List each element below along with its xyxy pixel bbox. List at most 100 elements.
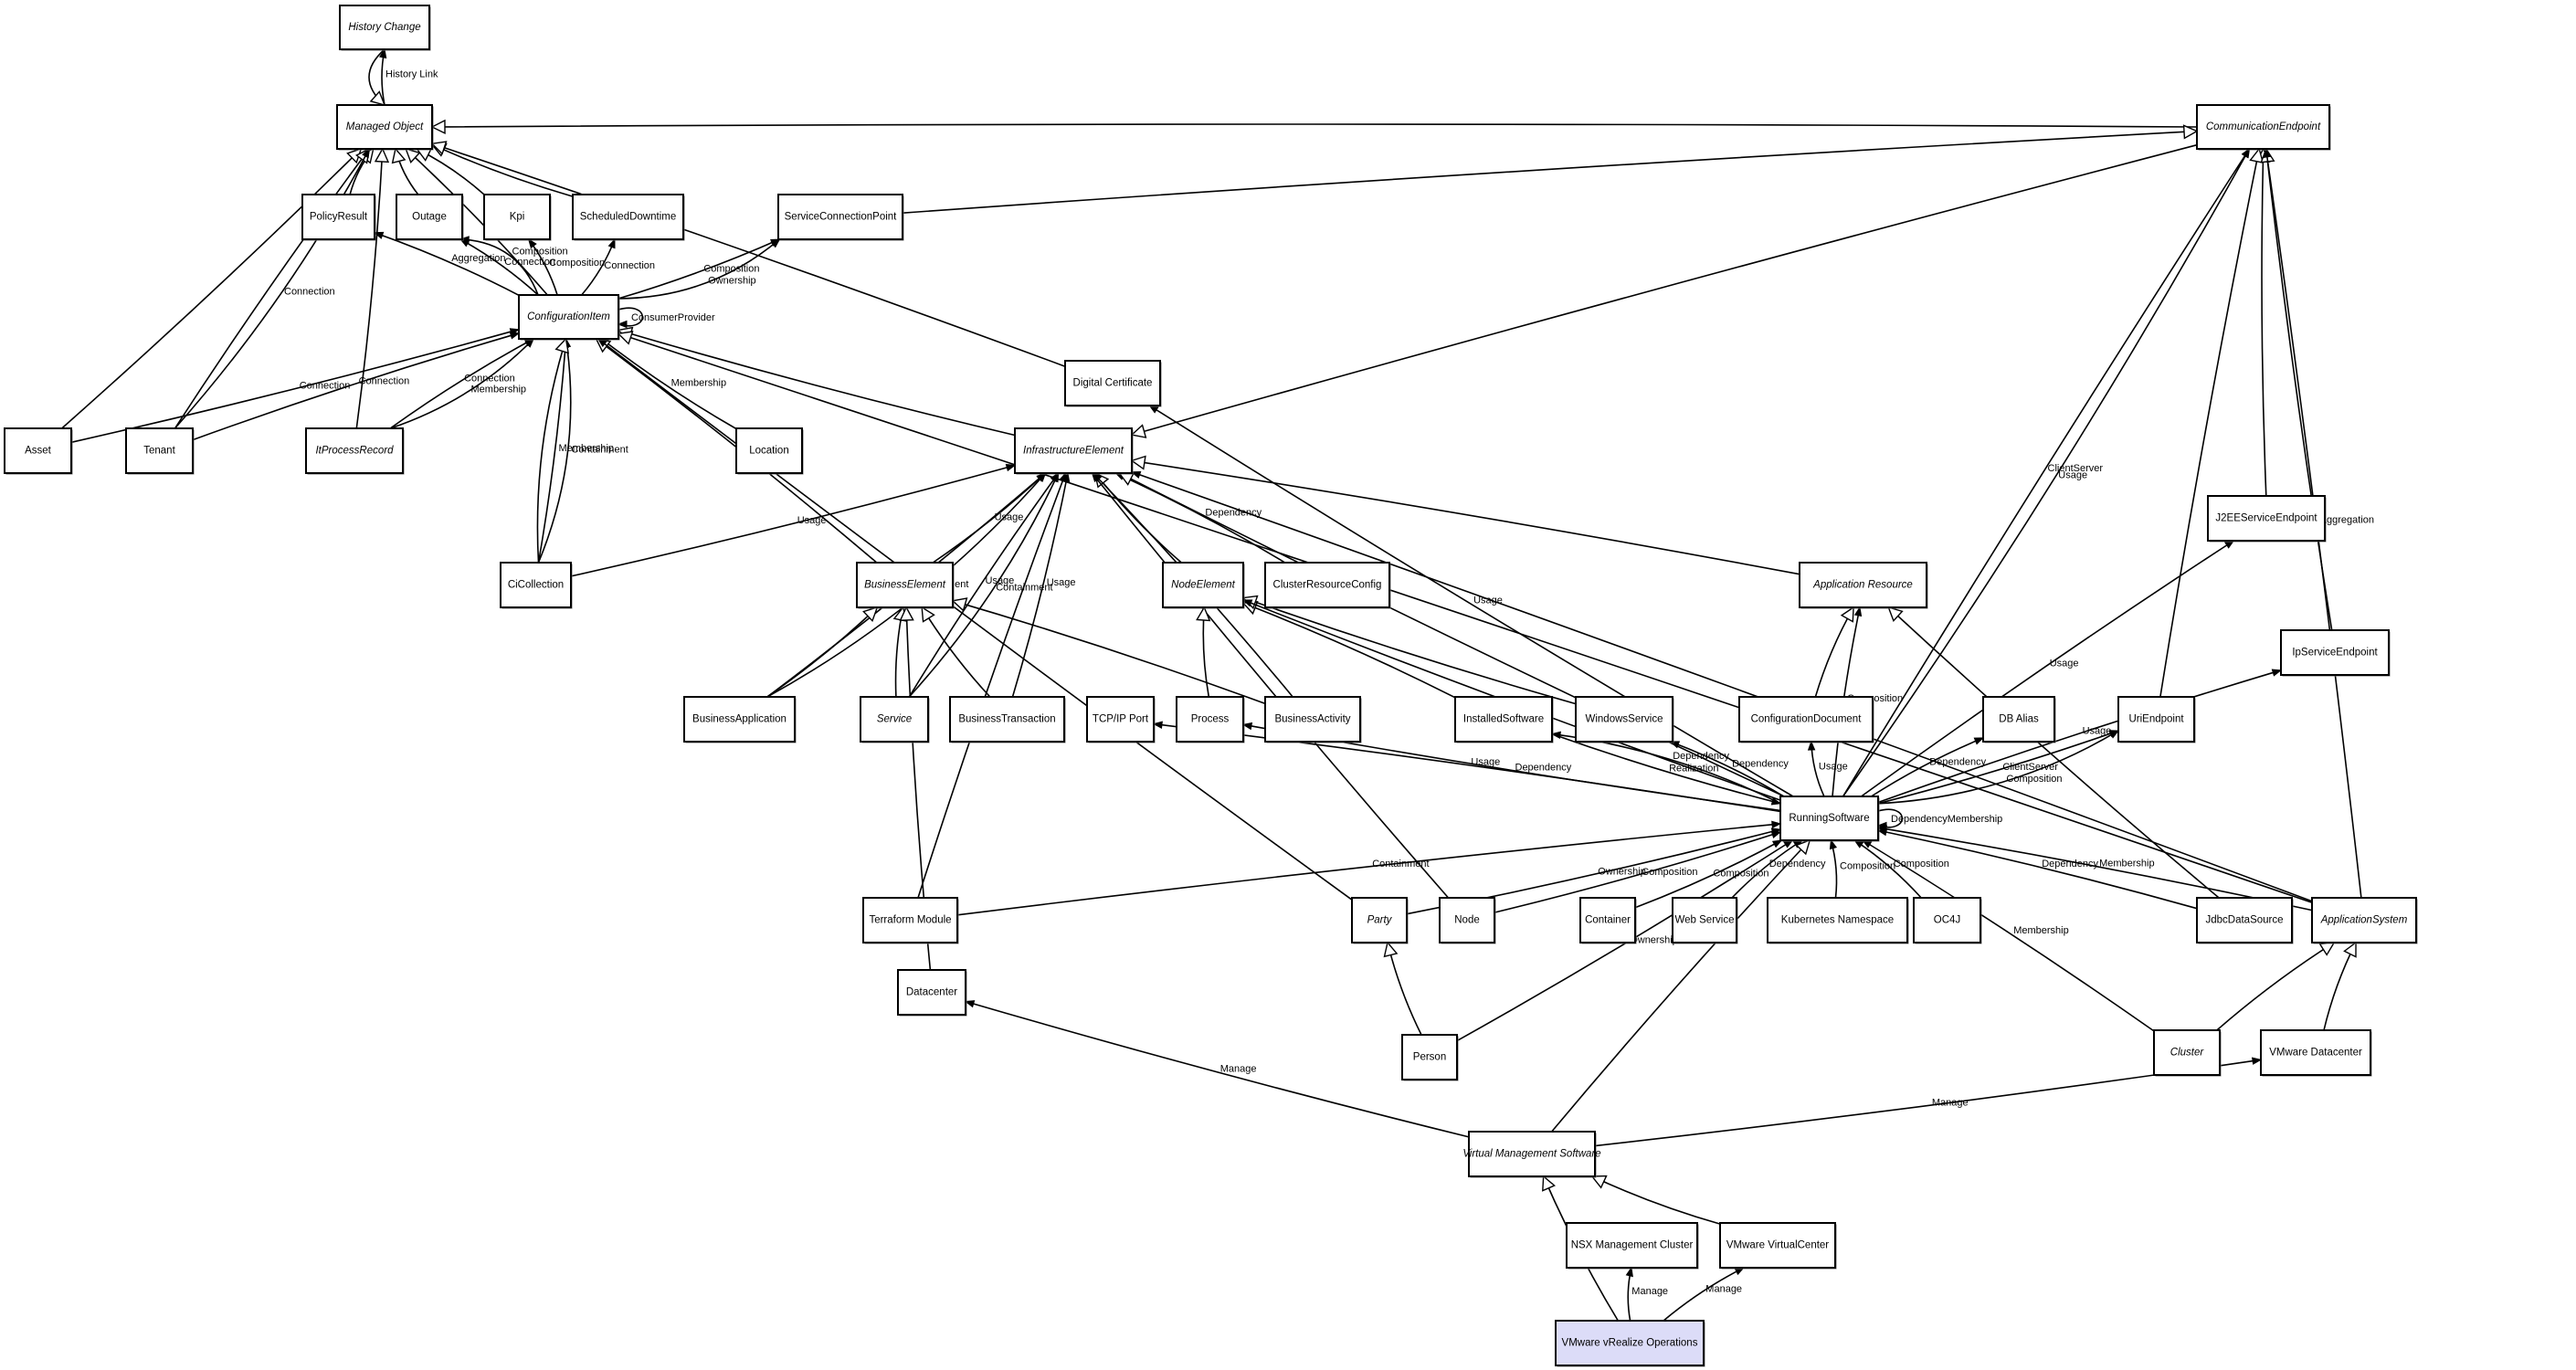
node-box[interactable] <box>2260 1029 2371 1076</box>
node-box[interactable] <box>1014 427 1133 474</box>
node-box[interactable] <box>1913 897 1981 943</box>
node-configuration-item[interactable]: ConfigurationItem <box>518 294 620 341</box>
node-box[interactable] <box>897 969 966 1016</box>
node-asset[interactable]: Asset <box>4 427 73 475</box>
node-managed-object[interactable]: Managed Object <box>336 104 434 151</box>
node-business-activity[interactable]: BusinessActivity <box>1264 696 1362 743</box>
node-box[interactable] <box>949 696 1065 743</box>
node-box[interactable] <box>1982 696 2055 743</box>
node-box[interactable] <box>1672 897 1737 943</box>
node-oc4j[interactable]: OC4J <box>1913 897 1982 944</box>
node-communication-endpoint[interactable]: CommunicationEndpoint <box>2196 104 2331 151</box>
node-db-alias[interactable]: DB Alias <box>1982 696 2056 743</box>
node-tcpip-port[interactable]: TCP/IP Port <box>1086 696 1156 743</box>
node-nsx-management-cluster[interactable]: NSX Management Cluster <box>1566 1222 1699 1270</box>
node-uri-endpoint[interactable]: UriEndpoint <box>2117 696 2196 743</box>
node-box[interactable] <box>1351 897 1408 943</box>
node-kpi[interactable]: Kpi <box>483 194 552 241</box>
node-box[interactable] <box>125 427 194 474</box>
node-box[interactable] <box>1401 1034 1458 1080</box>
node-infrastructure-element[interactable]: InfrastructureElement <box>1014 427 1134 475</box>
node-box[interactable] <box>1555 1320 1705 1366</box>
node-kubernetes-namespace[interactable]: Kubernetes Namespace <box>1767 897 1909 944</box>
node-terraform-module[interactable]: Terraform Module <box>862 897 959 944</box>
node-business-transaction[interactable]: BusinessTransaction <box>949 696 1066 743</box>
node-j2ee-service-endpoint[interactable]: J2EEServiceEndpoint <box>2207 495 2327 543</box>
node-outage[interactable]: Outage <box>396 194 464 241</box>
node-container[interactable]: Container <box>1579 897 1637 944</box>
node-node-element[interactable]: NodeElement <box>1162 562 1245 609</box>
node-service-connection-point[interactable]: ServiceConnectionPoint <box>777 194 904 241</box>
node-it-process-record[interactable]: ItProcessRecord <box>305 427 405 475</box>
node-vmware-virtualcenter[interactable]: VMware VirtualCenter <box>1719 1222 1837 1270</box>
node-box[interactable] <box>339 5 430 50</box>
node-windows-service[interactable]: WindowsService <box>1575 696 1674 743</box>
node-node[interactable]: Node <box>1439 897 1496 944</box>
node-cluster-resource-config[interactable]: ClusterResourceConfig <box>1264 562 1391 609</box>
node-box[interactable] <box>777 194 903 240</box>
node-tenant[interactable]: Tenant <box>125 427 195 475</box>
node-party[interactable]: Party <box>1351 897 1409 944</box>
node-box[interactable] <box>396 194 463 240</box>
node-box[interactable] <box>483 194 551 240</box>
node-datacenter[interactable]: Datacenter <box>897 969 967 1017</box>
node-scheduled-downtime[interactable]: ScheduledDowntime <box>572 194 685 241</box>
node-box[interactable] <box>1779 796 1879 841</box>
node-jdbc-data-source[interactable]: JdbcDataSource <box>2196 897 2294 944</box>
node-box[interactable] <box>1738 696 1874 743</box>
node-box[interactable] <box>2196 897 2293 943</box>
node-box[interactable] <box>862 897 958 943</box>
node-vmware-datacenter[interactable]: VMware Datacenter <box>2260 1029 2372 1077</box>
node-box[interactable] <box>860 696 929 743</box>
node-box[interactable] <box>2153 1029 2221 1076</box>
node-ip-service-endpoint[interactable]: IpServiceEndpoint <box>2280 629 2391 677</box>
node-box[interactable] <box>1176 696 1244 743</box>
node-installed-software[interactable]: InstalledSoftware <box>1454 696 1554 743</box>
node-person[interactable]: Person <box>1401 1034 1459 1081</box>
node-box[interactable] <box>1468 1131 1596 1177</box>
node-box[interactable] <box>2117 696 2195 743</box>
node-box[interactable] <box>1579 897 1636 943</box>
node-digital-certificate[interactable]: Digital Certificate <box>1064 360 1162 407</box>
node-box[interactable] <box>1439 897 1495 943</box>
node-service[interactable]: Service <box>860 696 930 743</box>
node-virtual-management-software[interactable]: Virtual Management Software <box>1462 1131 1601 1178</box>
node-policy-result[interactable]: PolicyResult <box>301 194 376 241</box>
node-box[interactable] <box>336 104 433 150</box>
node-business-application[interactable]: BusinessApplication <box>683 696 797 743</box>
node-box[interactable] <box>2207 495 2326 542</box>
node-box[interactable] <box>2280 629 2390 676</box>
node-business-element[interactable]: BusinessElement <box>856 562 955 609</box>
node-box[interactable] <box>2196 104 2330 150</box>
node-configuration-document[interactable]: ConfigurationDocument <box>1738 696 1874 743</box>
node-box[interactable] <box>1086 696 1155 743</box>
node-box[interactable] <box>1767 897 1908 943</box>
node-box[interactable] <box>1264 562 1390 608</box>
node-box[interactable] <box>1162 562 1244 608</box>
node-box[interactable] <box>683 696 796 743</box>
node-application-system[interactable]: ApplicationSystem <box>2311 897 2418 944</box>
node-box[interactable] <box>1575 696 1673 743</box>
node-history-change[interactable]: History Change <box>339 5 431 51</box>
node-box[interactable] <box>1454 696 1553 743</box>
node-box[interactable] <box>856 562 954 608</box>
node-box[interactable] <box>572 194 684 240</box>
node-box[interactable] <box>4 427 72 474</box>
node-ci-collection[interactable]: CiCollection <box>500 562 573 609</box>
node-location[interactable]: Location <box>735 427 804 475</box>
node-web-service[interactable]: Web Service <box>1672 897 1738 944</box>
node-box[interactable] <box>1799 562 1927 608</box>
node-box[interactable] <box>518 294 619 340</box>
node-box[interactable] <box>1064 360 1161 406</box>
node-running-software[interactable]: RunningSoftware <box>1779 796 1880 842</box>
node-box[interactable] <box>500 562 572 608</box>
node-box[interactable] <box>735 427 803 474</box>
node-application-resource[interactable]: Application Resource <box>1799 562 1928 609</box>
node-box[interactable] <box>1566 1222 1698 1269</box>
node-box[interactable] <box>2311 897 2417 943</box>
node-box[interactable] <box>1264 696 1361 743</box>
node-box[interactable] <box>301 194 375 240</box>
node-vmware-vrealize-operations[interactable]: VMware vRealize Operations <box>1555 1320 1705 1367</box>
node-process[interactable]: Process <box>1176 696 1245 743</box>
node-cluster[interactable]: Cluster <box>2153 1029 2222 1077</box>
